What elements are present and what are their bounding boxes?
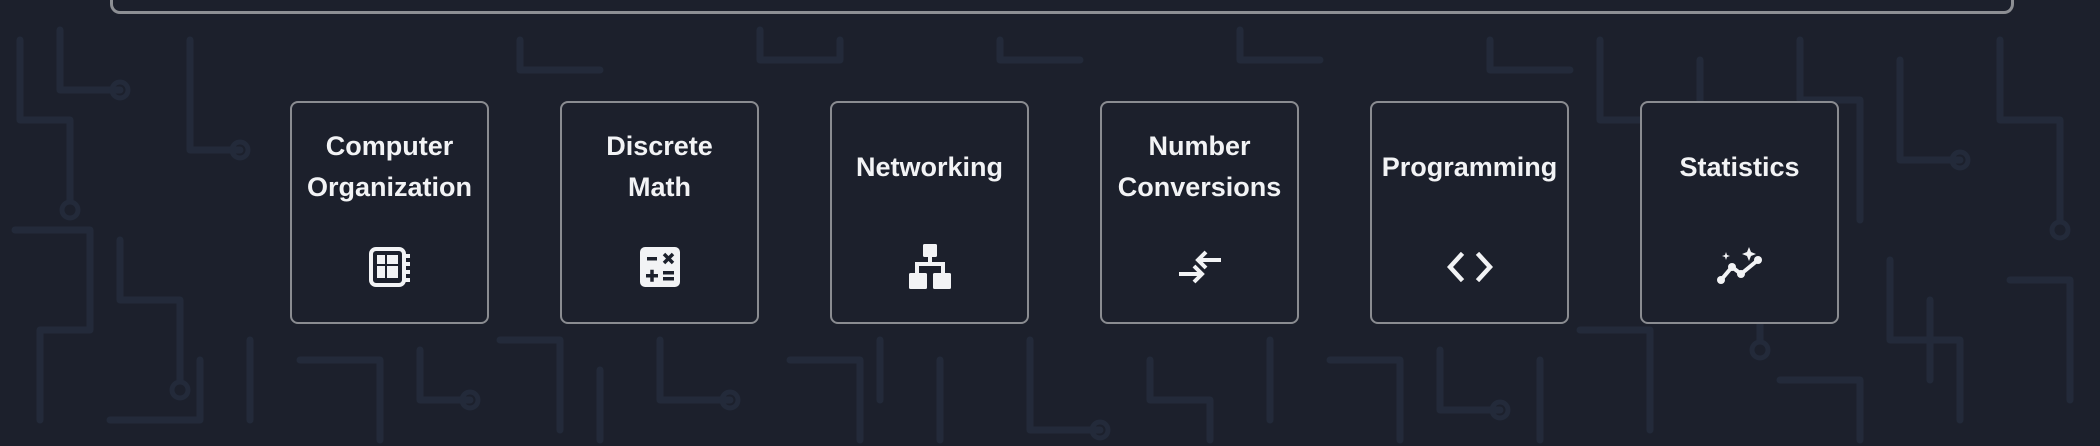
label-line: Organization — [306, 172, 472, 202]
label-line: Discrete — [606, 131, 713, 161]
calculator-icon — [636, 243, 684, 291]
label-line: Networking — [855, 151, 1003, 182]
subject-tile-label: Statistics — [1642, 103, 1837, 231]
subject-tile-label: Discrete Math — [562, 103, 757, 231]
top-panel — [110, 0, 2014, 14]
trend-sparkle-icon — [1716, 243, 1764, 291]
subject-tile-programming[interactable]: Programming — [1370, 101, 1569, 324]
subject-tile-statistics[interactable]: Statistics — [1640, 101, 1839, 324]
label-line: Conversions — [1117, 172, 1282, 202]
subject-tile-computer-organization[interactable]: Computer Organization — [290, 101, 489, 324]
code-brackets-icon — [1446, 243, 1494, 291]
cpu-chip-icon — [366, 243, 414, 291]
subject-tile-label: Networking — [832, 103, 1027, 231]
label-line: Computer — [325, 131, 454, 161]
label-line: Programming — [1381, 151, 1558, 182]
subject-tile-label: Computer Organization — [292, 103, 487, 231]
subject-tile-label: Number Conversions — [1102, 103, 1297, 231]
network-hierarchy-icon — [906, 243, 954, 291]
subject-tile-networking[interactable]: Networking — [830, 101, 1029, 324]
label-line: Statistics — [1679, 151, 1800, 182]
subject-tile-discrete-math[interactable]: Discrete Math — [560, 101, 759, 324]
label-line: Math — [627, 172, 691, 202]
subject-tile-number-conversions[interactable]: Number Conversions — [1100, 101, 1299, 324]
subject-tiles: Computer Organization Discrete Math — [290, 101, 1839, 324]
label-line: Number — [1148, 131, 1251, 161]
subject-tile-label: Programming — [1372, 103, 1567, 231]
arrows-exchange-icon — [1176, 243, 1224, 291]
